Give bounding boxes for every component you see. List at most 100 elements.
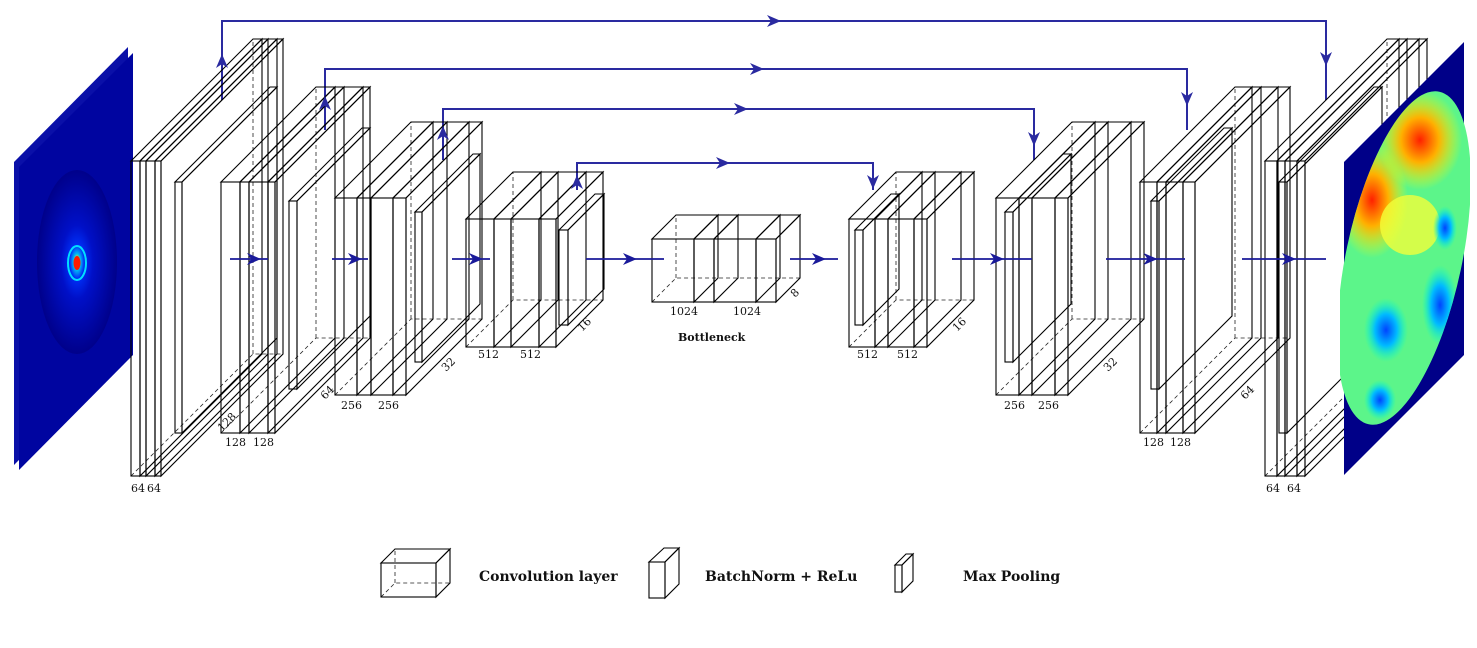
decoder-4-upconv-top (853, 193, 901, 231)
legend-conv-top (379, 548, 452, 564)
flow-bottleneck-head (812, 253, 826, 265)
legend-conv-hidden (380, 549, 450, 598)
skip-3-arrow-down (1028, 132, 1040, 146)
encoder-4-part-1-front (493, 218, 512, 348)
skip-2-arrow-right (750, 63, 764, 75)
decoder-2-part-1-front (1156, 181, 1167, 434)
encoder-2-part-2 (247, 85, 365, 435)
skip-connections (221, 20, 1327, 190)
encoder-4-part-0 (464, 170, 543, 349)
bottleneck-part-2 (712, 213, 782, 304)
phase-cold-1 (1364, 298, 1408, 362)
legend-bn-top (647, 547, 681, 563)
label-d2-b: 128 (1170, 436, 1191, 449)
encoder-4-pool-top (557, 193, 606, 231)
encoder-3-part-1-front (356, 197, 372, 396)
skip-connection-2 (324, 68, 1188, 130)
encoder-4-part-1-top (492, 171, 560, 220)
label-d3-c: 32 (1101, 355, 1120, 374)
decoder-2-part-2-side (1182, 85, 1279, 435)
legend: Convolution layer BatchNorm + ReLu Max P… (379, 546, 1060, 600)
network-blocks (14, 37, 1470, 478)
decoder-1-part-0-front (1264, 160, 1278, 477)
bottleneck-part-0-front (651, 238, 695, 303)
encoder-3-part-0-front (334, 197, 358, 396)
label-bottleneck-c: 8 (788, 286, 802, 300)
label-e1-c: 128 (215, 410, 239, 434)
encoder-1-pool-front (174, 181, 183, 434)
speckle-core (73, 256, 81, 270)
skip-1-arrow-down (1320, 52, 1332, 66)
skip-4-arrow-right (716, 157, 730, 169)
flow-e1-head (247, 253, 261, 265)
decoder-2-upconv-front (1150, 200, 1160, 390)
encoder-4-part-2 (509, 170, 588, 349)
encoder-3-pool-front (414, 211, 423, 363)
label-d4-b: 512 (897, 348, 918, 361)
decoder-3-upconv (1003, 152, 1073, 364)
encoder-4-hidden (465, 172, 603, 348)
legend-bn-front (648, 561, 666, 599)
legend-pool-side (901, 552, 914, 594)
flow-d2-head (1282, 253, 1296, 265)
encoder-3-part-0-top (333, 121, 435, 199)
label-d4-a: 512 (857, 348, 878, 361)
output-phase-map-image (1336, 42, 1470, 475)
legend-pool-front (894, 564, 903, 593)
label-e3-b: 256 (378, 399, 399, 412)
encoder-3-part-3-front (392, 197, 407, 396)
legend-conv-icon (379, 547, 452, 599)
speckle-ring (67, 245, 87, 281)
encoder-3-hidden (334, 122, 482, 396)
legend-bn-icon (647, 546, 681, 600)
bottleneck-part-2-front (713, 238, 757, 303)
skip-4-arrow-down (867, 175, 879, 189)
bottleneck-part-3-top (754, 214, 802, 240)
bottleneck-part-0 (650, 213, 720, 304)
phase-yellow (1380, 195, 1440, 255)
encoder-2-hidden (220, 87, 370, 434)
bottleneck-part-0-top (650, 214, 720, 240)
label-d1-b: 64 (1287, 482, 1301, 495)
bottleneck-caption: Bottleneck (678, 331, 746, 344)
decoder-2-part-2-front (1165, 181, 1184, 434)
label-e4-b: 512 (520, 348, 541, 361)
flow-d4-head (990, 253, 1004, 265)
legend-bn-label: BatchNorm + ReLu (705, 569, 857, 585)
label-e3-a: 256 (341, 399, 362, 412)
decoder-2-upconv-top (1149, 127, 1234, 202)
skip-connection-1 (221, 20, 1327, 100)
bottleneck-hidden (651, 215, 800, 303)
decoder-4-part-0 (847, 170, 924, 349)
label-d1-a: 64 (1266, 482, 1280, 495)
encoder-2-part-2-top (247, 86, 365, 183)
decoder-3-part-2-top (1030, 121, 1133, 199)
input-speckle-image (14, 47, 133, 470)
decoder-4-hidden (848, 172, 974, 348)
encoder-4-part-0-top (464, 171, 543, 220)
encoder-2-part-2-front (248, 181, 269, 434)
decoder-2-part-3-front (1182, 181, 1196, 434)
label-d4-c: 16 (950, 315, 969, 334)
skip-1-arrow-right (767, 15, 781, 27)
encoder-2-part-0-top (219, 86, 337, 183)
skip-2-arrow-up (319, 96, 331, 110)
skip-2-arrow-down (1181, 92, 1193, 106)
decoder-4-upconv (853, 192, 901, 327)
encoder-1-part-3 (153, 37, 285, 478)
decoder-3-upconv-front (1004, 211, 1014, 363)
legend-bn-side (664, 546, 680, 600)
decoder-2-part-0-front (1139, 181, 1158, 434)
label-e3-c: 32 (439, 355, 458, 374)
legend-conv-side (435, 547, 451, 599)
encoder-1-part-1-top (138, 38, 270, 162)
encoder-3-part-2-top (369, 121, 471, 199)
decoder-3-hidden (995, 122, 1144, 396)
decoder-2-part-3 (1181, 85, 1292, 435)
encoder-1-hidden (130, 39, 283, 477)
encoder-4-pool (557, 192, 606, 327)
label-e4-c: 16 (575, 315, 594, 334)
encoder-4-part-2-front (510, 218, 540, 348)
encoder-1-part-3-side (160, 37, 284, 478)
decoder-3-upconv-side (1012, 152, 1072, 364)
